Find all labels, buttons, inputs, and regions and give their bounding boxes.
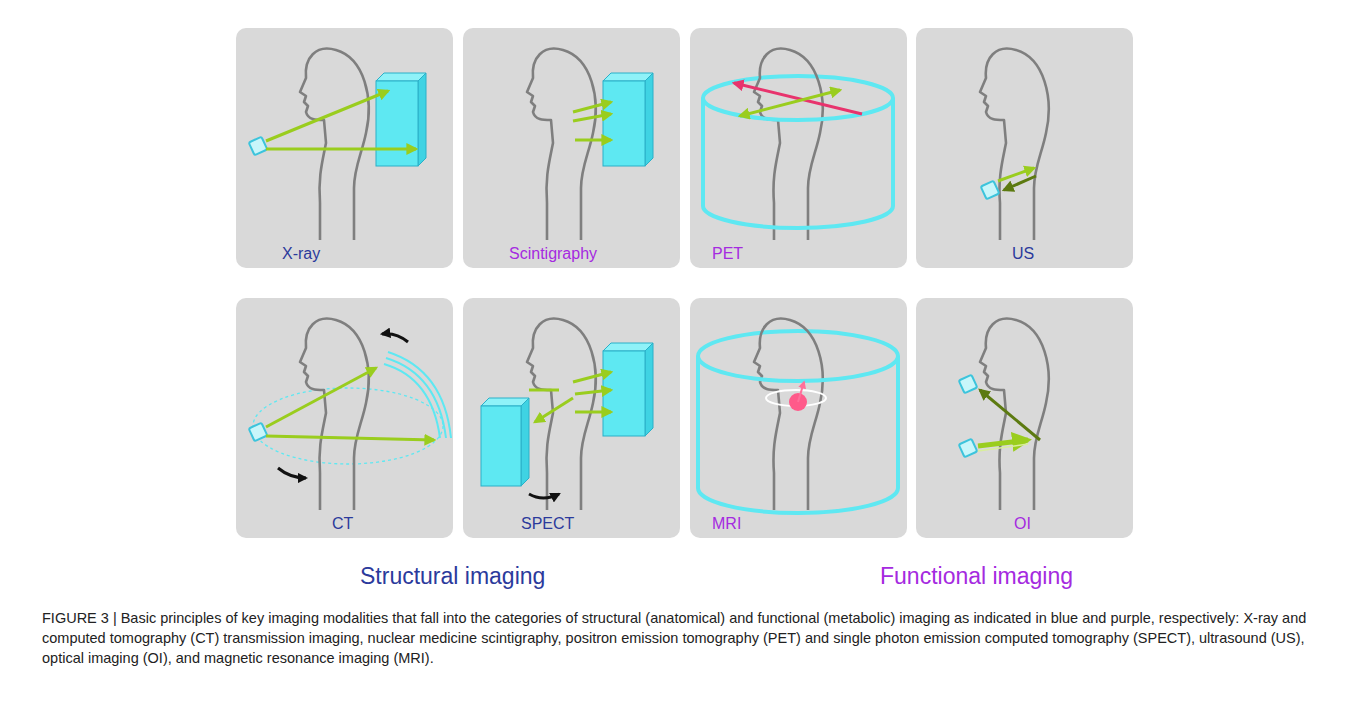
modality-panel: MRI: [690, 298, 907, 538]
modality-panel: OI: [916, 298, 1133, 538]
spect-illustration: [463, 298, 680, 538]
modality-label: CT: [332, 514, 353, 534]
modality-label: US: [1012, 244, 1034, 264]
modality-panel: X-ray: [236, 28, 453, 268]
modality-panel: Scintigraphy: [463, 28, 680, 268]
category-label: Structural imaging: [360, 562, 545, 590]
modality-panel: CT: [236, 298, 453, 538]
category-label: Functional imaging: [880, 562, 1073, 590]
xray-illustration: [236, 28, 453, 268]
ultrasound-illustration: [916, 28, 1133, 268]
optical-imaging-illustration: [916, 298, 1133, 538]
modality-label: SPECT: [521, 514, 574, 534]
modality-label: X-ray: [282, 244, 320, 264]
pet-illustration: [690, 28, 907, 268]
ct-illustration: [236, 298, 453, 538]
modality-label: PET: [712, 244, 743, 264]
figure-caption: FIGURE 3 | Basic principles of key imagi…: [42, 608, 1327, 668]
modality-panel: SPECT: [463, 298, 680, 538]
scintigraphy-illustration: [463, 28, 680, 268]
mri-illustration: [690, 298, 907, 538]
modality-panel: PET: [690, 28, 907, 268]
modality-label: MRI: [712, 514, 741, 534]
modality-panel: US: [916, 28, 1133, 268]
modality-label: Scintigraphy: [509, 244, 597, 264]
modality-label: OI: [1014, 514, 1031, 534]
